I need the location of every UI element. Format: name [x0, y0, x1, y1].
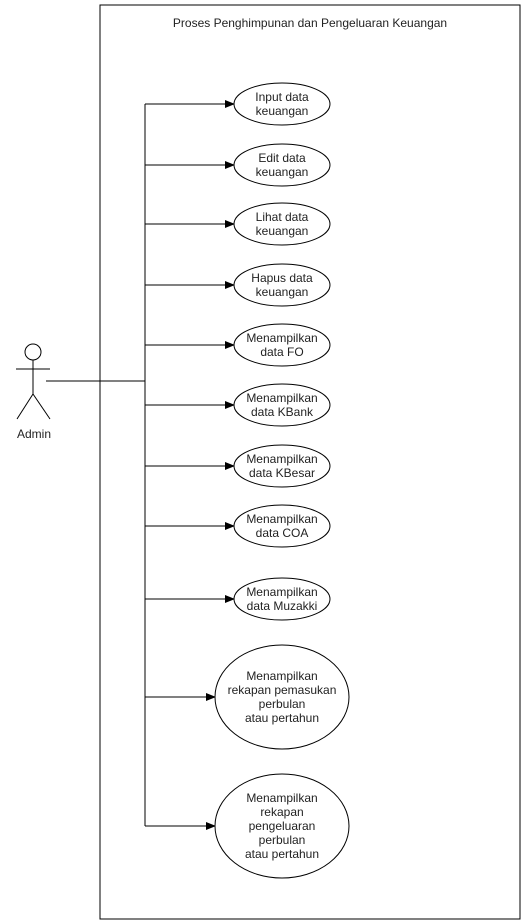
use-case-label: perbulan	[259, 697, 306, 711]
use-case-ellipse	[214, 773, 350, 879]
use-case-label: Menampilkan	[246, 452, 317, 466]
use-case-label: rekapan	[260, 805, 303, 819]
actor-head	[24, 343, 42, 361]
use-case-label: data KBank	[251, 405, 314, 419]
use-case-label: Menampilkan	[246, 512, 317, 526]
use-case-label: Edit data	[258, 151, 306, 165]
use-case-label: perbulan	[259, 833, 306, 847]
use-case-label: data KBesar	[249, 466, 315, 480]
use-case-label: data Muzakki	[247, 599, 318, 613]
use-case-ellipse	[233, 504, 331, 548]
use-case-label: Menampilkan	[246, 669, 317, 683]
use-case-label: keuangan	[256, 285, 309, 299]
use-case-ellipse	[233, 202, 331, 246]
use-case-label: keuangan	[256, 104, 309, 118]
use-case-ellipse	[233, 383, 331, 427]
use-case-ellipse	[214, 644, 350, 750]
use-case-ellipse	[233, 444, 331, 488]
actor-left-leg	[16, 393, 34, 420]
use-case-ellipse	[233, 577, 331, 621]
use-case-label: rekapan pemasukan	[228, 683, 337, 697]
use-case-label: data COA	[256, 526, 309, 540]
use-case-label: keuangan	[256, 224, 309, 238]
actor-label: Admin	[17, 427, 51, 441]
use-case-label: Menampilkan	[246, 791, 317, 805]
use-case-label: pengeluaran	[249, 819, 316, 833]
use-case-ellipse	[233, 143, 331, 187]
use-case-ellipse	[233, 82, 331, 126]
use-case-label: Menampilkan	[246, 331, 317, 345]
system-title: Proses Penghimpunan dan Pengeluaran Keua…	[173, 16, 447, 30]
use-case-label: Lihat data	[256, 210, 309, 224]
use-case-label: Hapus data	[251, 271, 313, 285]
use-case-label: keuangan	[256, 165, 309, 179]
use-case-ellipse	[233, 323, 331, 367]
use-case-label: Input data	[255, 90, 309, 104]
use-case-label: data FO	[260, 345, 303, 359]
use-case-11[interactable]: Menampilkanrekapanpengeluaranperbulanata…	[145, 773, 350, 879]
use-case-ellipse	[233, 263, 331, 307]
actor-right-leg	[32, 393, 51, 420]
use-case-label: Menampilkan	[246, 585, 317, 599]
use-case-label: atau pertahun	[245, 711, 319, 725]
actor-admin[interactable]: Admin	[16, 343, 51, 441]
use-case-label: Menampilkan	[246, 391, 317, 405]
use-case-label: atau pertahun	[245, 847, 319, 861]
